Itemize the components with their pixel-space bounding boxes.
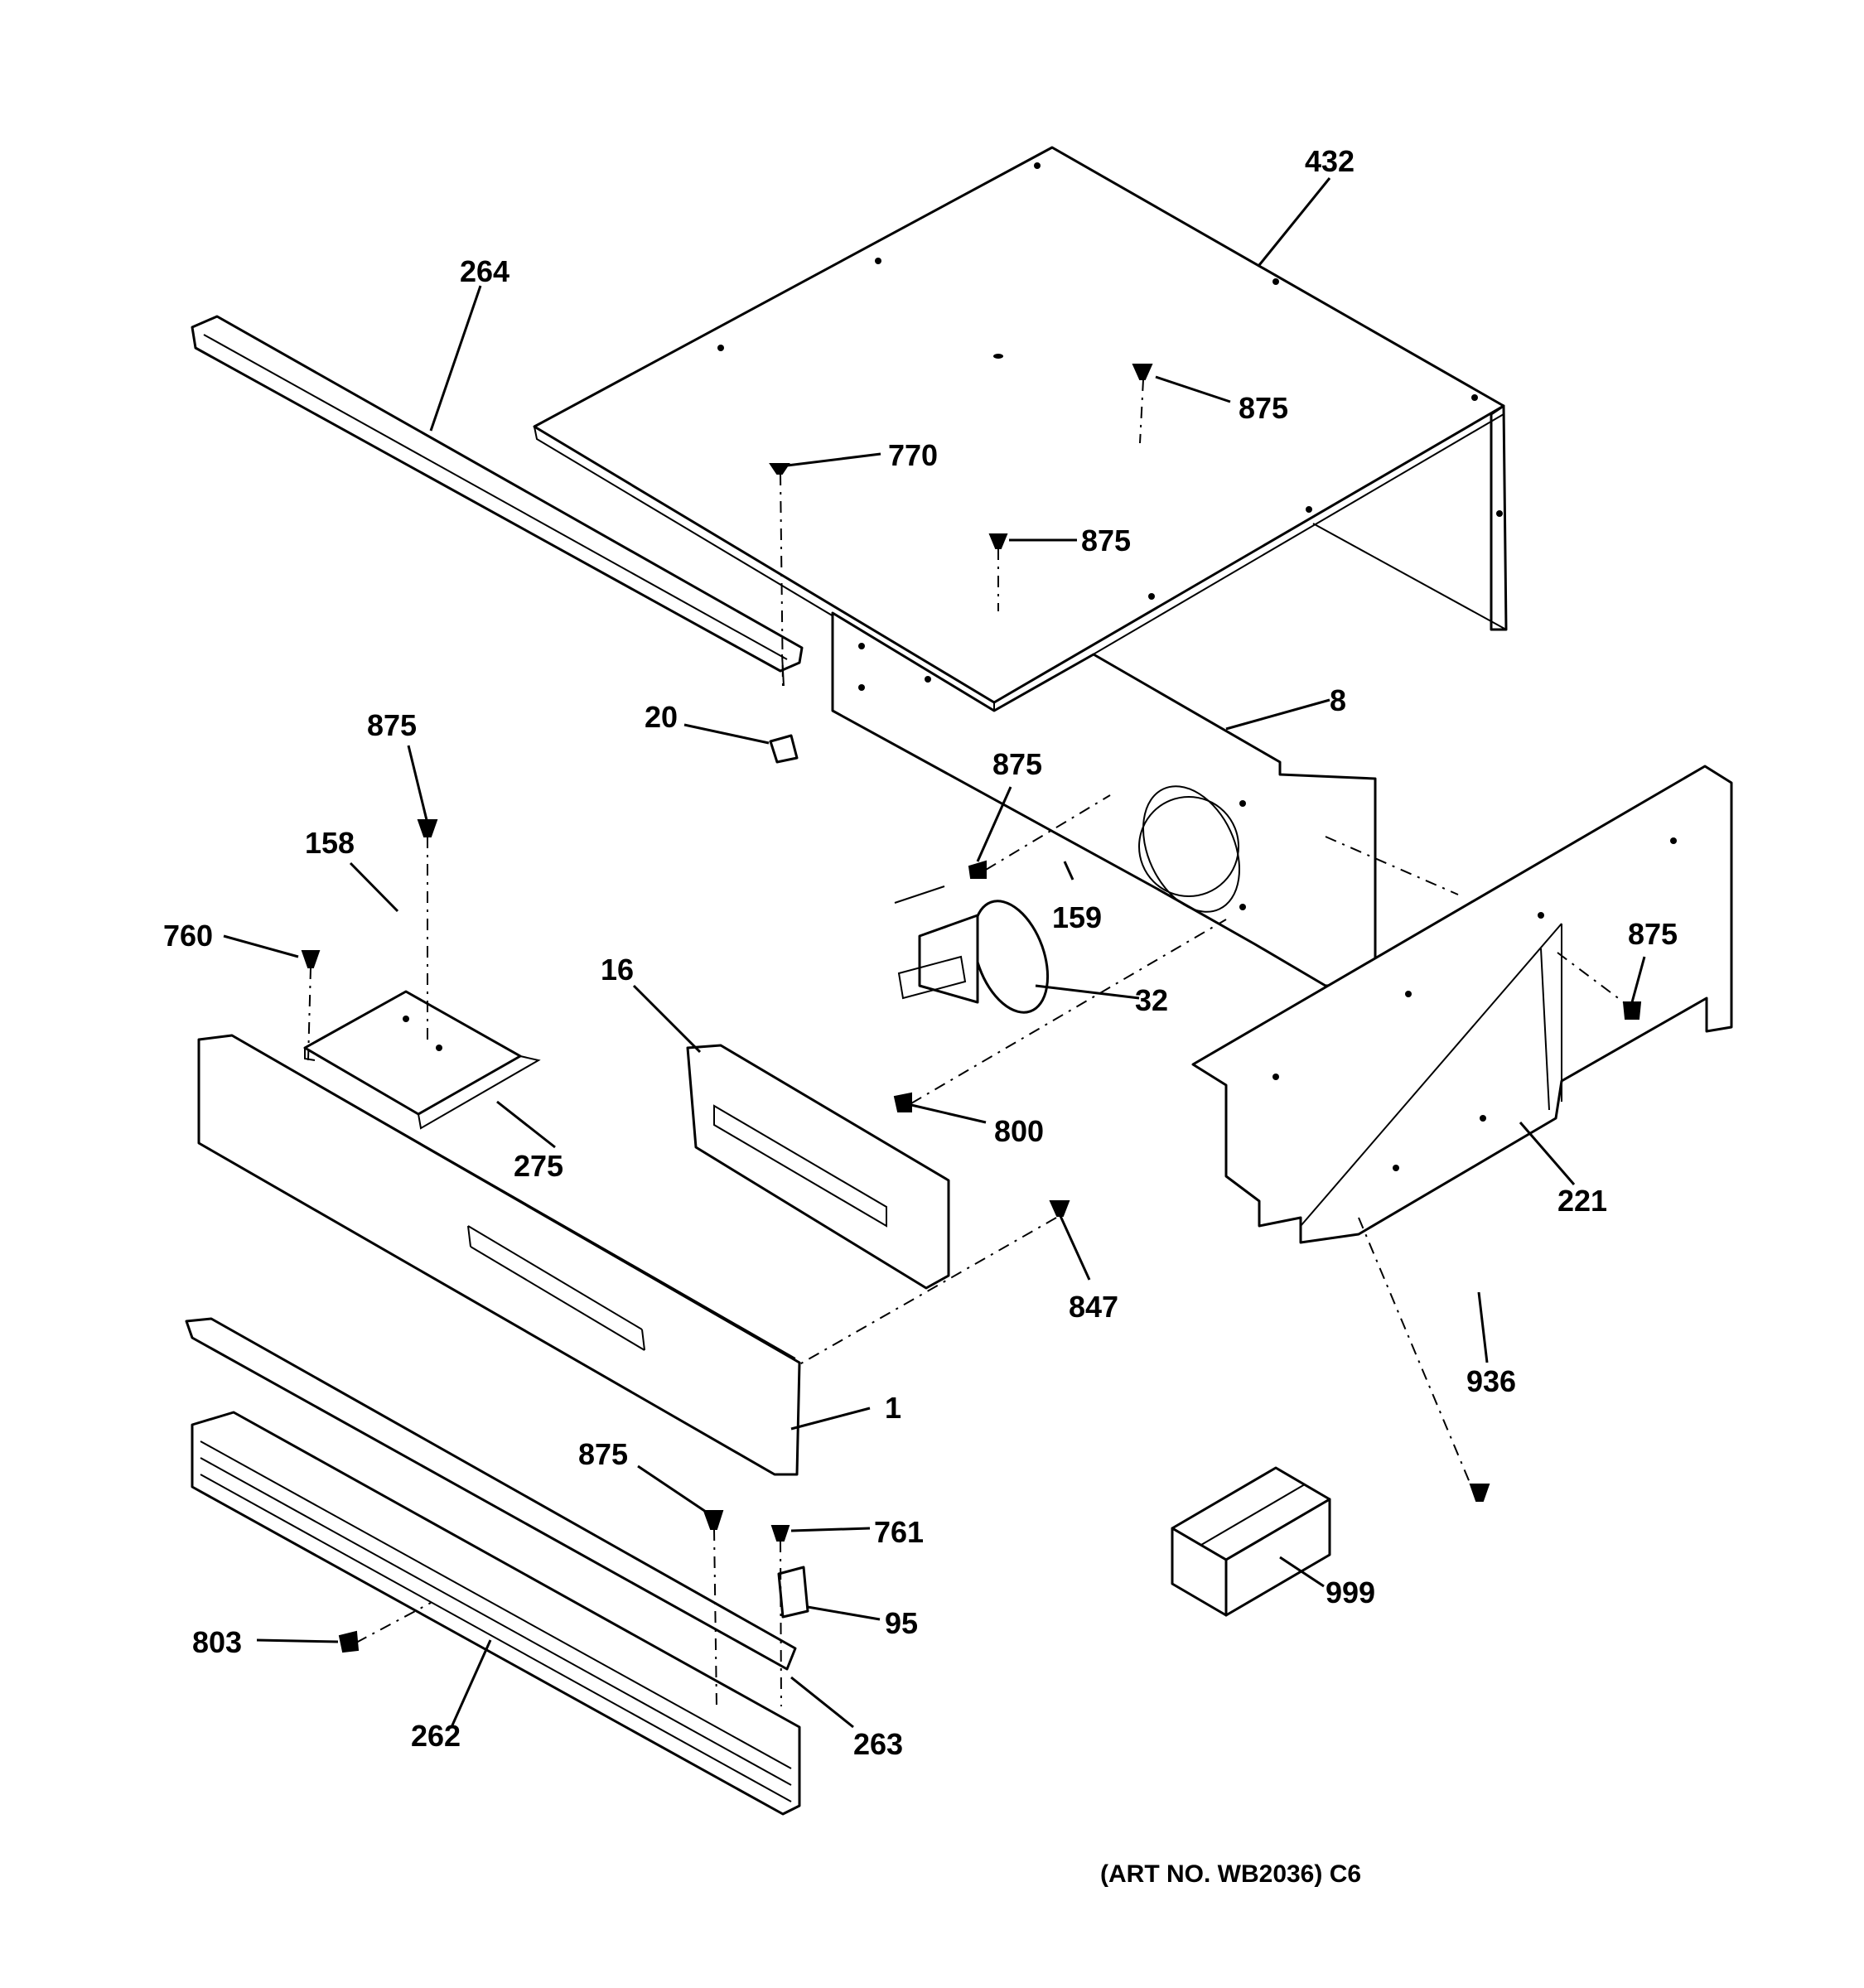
callout-264: 264 xyxy=(460,254,509,288)
callout-159: 159 xyxy=(1052,900,1102,934)
part-275-bracket xyxy=(303,990,541,1130)
callout-1: 1 xyxy=(885,1391,901,1425)
callout-847: 847 xyxy=(1069,1290,1118,1324)
part-221-side-panel xyxy=(1191,765,1733,1244)
callout-20: 20 xyxy=(645,700,678,734)
assembly-lines xyxy=(307,379,1625,1707)
part-432-top-cover xyxy=(533,146,1508,714)
callout-770: 770 xyxy=(888,438,938,472)
callout-936: 936 xyxy=(1466,1364,1516,1398)
callout-16: 16 xyxy=(601,953,634,987)
callout-761: 761 xyxy=(874,1515,924,1549)
callout-875: 875 xyxy=(367,708,417,742)
callout-158: 158 xyxy=(305,826,355,860)
part-32-fan-motor xyxy=(894,885,1050,1014)
callout-800: 800 xyxy=(994,1114,1044,1148)
callout-875: 875 xyxy=(1081,524,1131,557)
callout-999: 999 xyxy=(1326,1575,1375,1609)
callout-262: 262 xyxy=(411,1719,461,1753)
callout-760: 760 xyxy=(163,919,213,953)
part-263-trim xyxy=(185,1317,797,1671)
callout-8: 8 xyxy=(1330,683,1346,717)
callout-432: 432 xyxy=(1305,144,1355,178)
callout-275: 275 xyxy=(514,1149,563,1183)
callout-32: 32 xyxy=(1135,983,1168,1017)
part-95-bracket xyxy=(777,1566,809,1619)
leader-lines xyxy=(223,177,1646,1729)
callout-95: 95 xyxy=(885,1606,918,1640)
callout-labels: 432 264 875 770 875 8 20 875 875 158 159… xyxy=(163,144,1678,1888)
callout-221: 221 xyxy=(1557,1184,1607,1218)
callout-875: 875 xyxy=(1239,391,1288,425)
part-999-kit-box xyxy=(1171,1466,1331,1617)
art-number: (ART NO. WB2036) C6 xyxy=(1100,1860,1361,1888)
part-1-control-panel xyxy=(197,1034,801,1476)
callout-875: 875 xyxy=(992,747,1042,781)
part-20-clip xyxy=(769,734,799,764)
part-262-vent-grille xyxy=(191,1411,801,1816)
callout-875: 875 xyxy=(578,1437,628,1471)
screws xyxy=(301,364,1642,1653)
callout-875: 875 xyxy=(1628,917,1678,951)
part-16-control-board xyxy=(686,1044,950,1290)
part-264-rail xyxy=(191,315,804,687)
callout-263: 263 xyxy=(853,1727,903,1761)
callout-803: 803 xyxy=(192,1625,242,1659)
